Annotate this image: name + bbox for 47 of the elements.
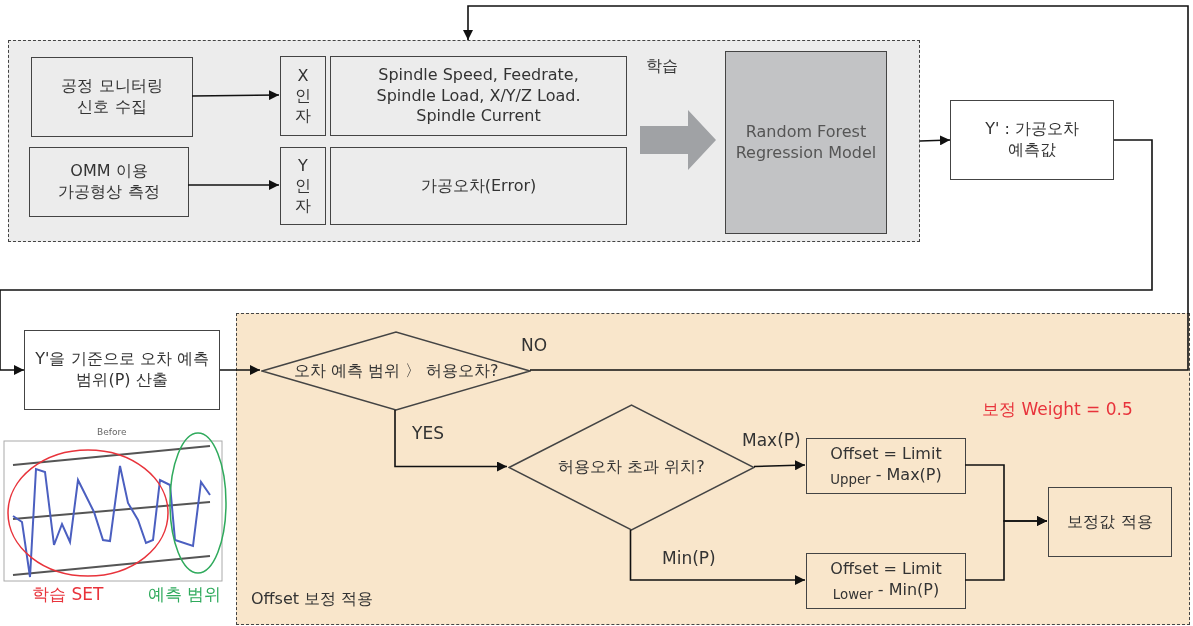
process-box	[330, 56, 627, 136]
arrow	[394, 409, 508, 472]
dashed-group-box	[8, 40, 920, 242]
node-text: 공정 모니터링 신호 수집	[60, 76, 164, 118]
node-text: 허용오차 초과 위치?	[558, 457, 705, 478]
process-box	[725, 51, 887, 234]
process-box	[950, 100, 1114, 180]
process-box	[31, 57, 193, 137]
process-box	[1048, 487, 1172, 557]
group-heading: 학습	[646, 56, 678, 77]
note-text: 보정 Weight = 0.5	[982, 398, 1133, 421]
node-text: X 인자	[294, 66, 312, 126]
caption-text: 예측 범위	[148, 583, 222, 606]
arrow	[463, 5, 1189, 371]
process-box	[330, 147, 627, 225]
group-heading: Offset 보정 적용	[251, 589, 374, 610]
node-text: Spindle Speed, Feedrate, Spindle Load, X/Y/Z Load. Spindle Current	[375, 64, 582, 128]
node-text: 가공오차(Error)	[419, 175, 538, 197]
dashed-group-box	[236, 313, 1190, 625]
block-arrow	[640, 110, 716, 170]
node-text: Offset = Limit $_{Upper}$ - Max(P)	[829, 443, 943, 489]
arrow	[187, 180, 280, 190]
node-text: 오차 예측 범위 〉 허용오차?	[293, 360, 499, 382]
edge-label: Min(P)	[660, 548, 718, 568]
arrow	[753, 460, 806, 471]
process-box	[24, 330, 220, 410]
node-text: 보정값 적용	[1066, 511, 1154, 533]
node-text: Offset = Limit $_{Lower}$ - Min(P)	[829, 558, 943, 604]
arrow	[629, 529, 806, 585]
node-text: Random Forest Regression Model	[734, 121, 878, 164]
plot-title: Before	[97, 427, 127, 437]
arrow	[191, 90, 280, 101]
process-box	[806, 553, 966, 609]
node-text: Y' : 가공오차 예측값	[984, 119, 1080, 161]
process-box	[806, 438, 966, 494]
edge-label: Max(P)	[740, 430, 803, 450]
arrow	[964, 516, 1048, 581]
process-box	[280, 147, 326, 225]
process-box	[280, 56, 326, 136]
node-text: Y'을 기준으로 오차 예측 범위(P) 산출	[34, 349, 210, 391]
node-text: OMM 이용 가공형상 측정	[57, 161, 161, 203]
arrow	[919, 135, 951, 146]
caption-text: 학습 SET	[32, 583, 104, 606]
arrow	[0, 139, 1153, 375]
process-box	[29, 147, 189, 217]
arrow	[219, 365, 261, 375]
node-text: Y 인자	[294, 156, 312, 216]
